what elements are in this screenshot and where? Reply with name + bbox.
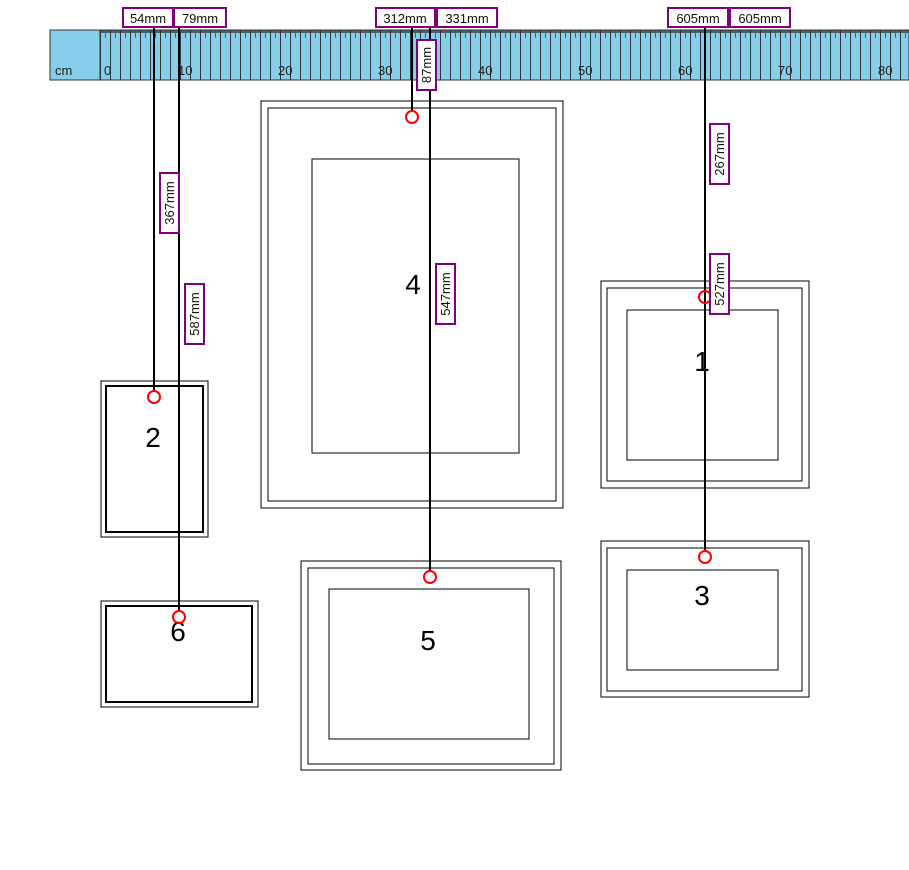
frame-1-horizontal-measure: 605mm xyxy=(667,7,729,28)
frame-6-drop-measure: 587mm xyxy=(184,283,205,345)
frame-6-drop-label: 587mm xyxy=(187,292,202,335)
frame-2-horizontal-measure: 54mm xyxy=(122,7,174,28)
ruler-tick-label-10: 10 xyxy=(178,63,192,78)
frame-4-drop-measure: 87mm xyxy=(416,39,437,91)
frame-6-horizontal-measure: 79mm xyxy=(173,7,227,28)
ruler: cm 0 10 20 30 40 50 60 70 80 xyxy=(49,29,909,81)
frame-3-horizontal-measure: 605mm xyxy=(729,7,791,28)
frame-2-horizontal-label: 54mm xyxy=(130,11,166,26)
frame-3[interactable] xyxy=(600,540,810,698)
frame-6-hook-marker[interactable] xyxy=(172,610,186,624)
frame-1-number: 1 xyxy=(694,346,710,377)
ruler-tick-label-50: 50 xyxy=(578,63,592,78)
frame-2-hook-marker[interactable] xyxy=(147,390,161,404)
frame-4-horizontal-label: 312mm xyxy=(383,11,426,26)
ruler-tick-label-70: 70 xyxy=(778,63,792,78)
frame-6-horizontal-label: 79mm xyxy=(182,11,218,26)
ruler-tick-label-20: 20 xyxy=(278,63,292,78)
frame-4[interactable] xyxy=(260,100,564,509)
frame-5-hook-marker[interactable] xyxy=(423,570,437,584)
frame-3-drop-measure: 527mm xyxy=(709,253,730,315)
ruler-tick-label-80: 80 xyxy=(878,63,892,78)
frame-2-drop-measure: 367mm xyxy=(159,172,180,234)
frame-5-border xyxy=(307,567,555,765)
frame-2[interactable] xyxy=(100,380,209,538)
frame-4-mat-opening xyxy=(311,158,520,454)
ruler-unit-label: cm xyxy=(55,63,72,78)
frame-3-drop-label: 527mm xyxy=(712,262,727,305)
ruler-tick-label-40: 40 xyxy=(478,63,492,78)
frame-5-drop-measure: 547mm xyxy=(435,263,456,325)
drop-measurements: 367mm 587mm 87mm 547mm 267mm 527mm xyxy=(159,39,730,345)
frame-1-mat-opening xyxy=(626,309,779,461)
frame-5-number: 5 xyxy=(420,625,436,656)
frame-4-horizontal-measure: 312mm xyxy=(375,7,436,28)
ruler-tick-label-30: 30 xyxy=(378,63,392,78)
ruler-bar xyxy=(49,29,909,81)
frame-2-border xyxy=(105,385,204,533)
frame-6-number: 6 xyxy=(170,616,186,647)
frame-2-outer xyxy=(100,380,209,538)
frame-5-horizontal-label: 331mm xyxy=(445,11,488,26)
frame-2-drop-label: 367mm xyxy=(162,181,177,224)
ruler-tick-label-0: 0 xyxy=(104,63,111,78)
ruler-ticks xyxy=(100,30,909,80)
frame-5-drop-label: 547mm xyxy=(438,272,453,315)
frame-3-horizontal-label: 605mm xyxy=(738,11,781,26)
frame-1-drop-label: 267mm xyxy=(712,132,727,175)
frame-3-mat-opening xyxy=(626,569,779,671)
frame-3-hook-marker[interactable] xyxy=(698,550,712,564)
frame-4-hook-marker[interactable] xyxy=(405,110,419,124)
frame-4-number: 4 xyxy=(405,269,421,300)
horizontal-measurements: 54mm 79mm 312mm 331mm 605mm 605mm xyxy=(122,7,791,28)
frame-4-border xyxy=(267,107,557,502)
frame-5-mat-opening xyxy=(328,588,530,740)
frame-3-number: 3 xyxy=(694,580,710,611)
frame-4-outer xyxy=(260,100,564,509)
frame-4-drop-label: 87mm xyxy=(419,47,434,83)
frame-5-horizontal-measure: 331mm xyxy=(436,7,498,28)
frame-5[interactable] xyxy=(300,560,562,771)
frame-1-horizontal-label: 605mm xyxy=(676,11,719,26)
frame-2-number: 2 xyxy=(145,422,161,453)
frame-1-drop-measure: 267mm xyxy=(709,123,730,185)
ruler-tick-label-60: 60 xyxy=(678,63,692,78)
